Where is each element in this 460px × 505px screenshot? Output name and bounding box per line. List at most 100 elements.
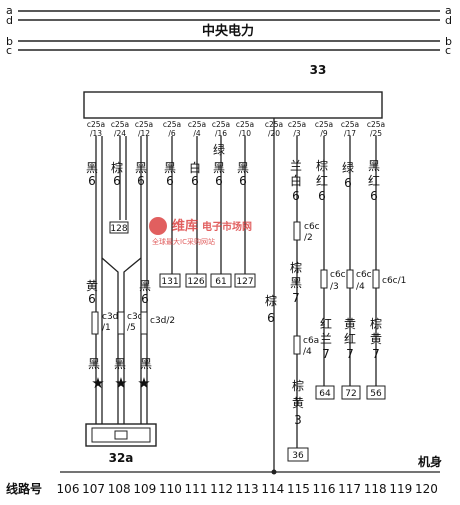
label-115-mid-stripe: 黑 bbox=[290, 276, 302, 290]
watermark: 维库 电子市场网 全球最大IC采购网站 bbox=[149, 217, 252, 246]
label-116-stripe: 红 bbox=[316, 173, 328, 188]
label-112-size: 6 bbox=[215, 174, 223, 188]
ref-box-36 bbox=[287, 447, 309, 462]
wire-107-lower bbox=[101, 257, 119, 430]
ref-box-131 bbox=[159, 273, 181, 288]
label-118-color: 黑 bbox=[368, 159, 380, 173]
ground-junction bbox=[271, 469, 277, 475]
label-118-stripe: 红 bbox=[368, 173, 380, 188]
line-number-106: 106 bbox=[57, 482, 80, 496]
wire-labels: 黑 6 棕 6 黑 6 黑 6 白 6 绿 黑 6 黑 6 棕 6 兰 白 6 … bbox=[86, 142, 382, 427]
star-markers: ★ ★ ★ bbox=[91, 374, 150, 392]
rail-label-a-right: a bbox=[445, 4, 452, 17]
watermark-name: 电子市场网 bbox=[202, 220, 252, 233]
watermark-brand: 维库 bbox=[172, 218, 198, 234]
label-112-stripe: 黑 bbox=[213, 161, 225, 175]
rail-label-b: b bbox=[6, 35, 13, 48]
power-rails: a d b c a d b c 中央电力 33 bbox=[6, 4, 452, 77]
label-118-lower-color: 棕 bbox=[370, 316, 382, 331]
line-number-112: 112 bbox=[210, 482, 233, 496]
line-number-108: 108 bbox=[108, 482, 131, 496]
label-116-lower-stripe: 兰 bbox=[320, 332, 332, 346]
label-117-lower-stripe: 红 bbox=[344, 331, 356, 346]
pin-connector-0: c25a bbox=[87, 120, 105, 129]
wire-107-lower-b bbox=[123, 257, 142, 430]
ground-label: 机身 bbox=[418, 454, 442, 469]
ref-box-61 bbox=[210, 273, 232, 288]
connector-c6c-2 bbox=[293, 221, 301, 241]
pin-connector-9: c25a bbox=[315, 120, 333, 129]
label-109-lower-color: 黑 bbox=[139, 279, 151, 293]
connector-c3d-2 bbox=[140, 311, 148, 335]
label-115-lower-size: 3 bbox=[294, 413, 302, 427]
label-117-size: 6 bbox=[344, 176, 352, 190]
connector-c6c-4-label: c6c bbox=[356, 270, 372, 280]
connector-c6c-3-label: c6c bbox=[330, 270, 346, 280]
label-106-color: 黑 bbox=[86, 161, 98, 175]
pin-connector-4: c25a bbox=[188, 120, 206, 129]
ref-128: 128 bbox=[110, 224, 127, 234]
connector-c6c-2-label: c6c bbox=[304, 222, 320, 232]
rail-label-d: d bbox=[6, 14, 13, 27]
ref-72: 72 bbox=[345, 389, 356, 399]
star-109: ★ bbox=[137, 374, 150, 392]
label-107-bottom-color: 黑 bbox=[114, 357, 126, 371]
connector-c6c-4 bbox=[346, 269, 354, 289]
connector-c3d-5-pin: /5 bbox=[127, 323, 136, 333]
line-number-114: 114 bbox=[261, 482, 284, 496]
line-number-109: 109 bbox=[133, 482, 156, 496]
label-115-mid-size: 7 bbox=[292, 291, 300, 305]
pin-number-9: /9 bbox=[320, 129, 328, 138]
line-number-117: 117 bbox=[338, 482, 361, 496]
pin-number-3: /6 bbox=[168, 129, 176, 138]
connector-c6c-4-pin: /4 bbox=[356, 282, 365, 292]
central-power-module bbox=[83, 91, 383, 119]
label-114-color: 棕 bbox=[265, 293, 277, 308]
component-32a-label: 32a bbox=[109, 451, 134, 465]
reference-boxes: 128 131 126 61 127 64 72 56 36 bbox=[109, 221, 386, 462]
line-number-120: 120 bbox=[415, 482, 438, 496]
ref-56: 56 bbox=[370, 389, 382, 399]
label-118-size: 6 bbox=[370, 189, 378, 203]
label-111-color: 白 bbox=[189, 160, 201, 175]
label-109-size: 6 bbox=[137, 174, 145, 188]
pin-number-6: /10 bbox=[239, 129, 251, 138]
label-115-lower-stripe: 黄 bbox=[292, 396, 304, 410]
label-106-lower-size: 6 bbox=[88, 292, 96, 306]
connector-c3d-1-pin: /1 bbox=[102, 323, 111, 333]
line-number-115: 115 bbox=[287, 482, 310, 496]
pin-number-0: /13 bbox=[90, 129, 102, 138]
rail-label-a: a bbox=[6, 4, 13, 17]
label-117-lower-size: 7 bbox=[346, 347, 354, 361]
pin-connector-8: c25a bbox=[288, 120, 306, 129]
label-116-size: 6 bbox=[318, 189, 326, 203]
label-106-bottom-color: 黑 bbox=[88, 357, 100, 371]
label-116-color: 棕 bbox=[316, 158, 328, 173]
connector-c6c-2-pin: /2 bbox=[304, 233, 313, 243]
label-110-size: 6 bbox=[166, 174, 174, 188]
label-109-color: 黑 bbox=[135, 161, 147, 175]
ref-127: 127 bbox=[236, 277, 253, 287]
rail-label-c: c bbox=[6, 44, 12, 57]
connector-c6c-3 bbox=[320, 269, 328, 289]
pin-number-4: /4 bbox=[193, 129, 201, 138]
label-115-stripe: 白 bbox=[290, 173, 302, 188]
connector-c6c-3-pin: /3 bbox=[330, 282, 339, 292]
module-number: 33 bbox=[310, 63, 327, 77]
pin-number-11: /25 bbox=[370, 129, 382, 138]
pin-connector-1: c25a bbox=[111, 120, 129, 129]
pin-number-8: /3 bbox=[293, 129, 301, 138]
label-106-lower-color: 黄 bbox=[86, 279, 98, 293]
label-118-lower-size: 7 bbox=[372, 347, 380, 361]
label-107-size: 6 bbox=[113, 174, 121, 188]
pin-number-2: /12 bbox=[138, 129, 150, 138]
connector-c6a-4-pin: /4 bbox=[303, 347, 312, 357]
connector-c6c-1 bbox=[372, 269, 380, 289]
rail-label-d-right: d bbox=[445, 14, 452, 27]
pin-number-5: /16 bbox=[215, 129, 227, 138]
label-115-size: 6 bbox=[292, 189, 300, 203]
label-116-lower-color: 红 bbox=[320, 316, 332, 331]
connector-c3d-2-label: c3d/2 bbox=[150, 316, 175, 326]
line-number-label: 线路号 bbox=[6, 481, 42, 496]
component-32a: 32a bbox=[85, 423, 157, 465]
